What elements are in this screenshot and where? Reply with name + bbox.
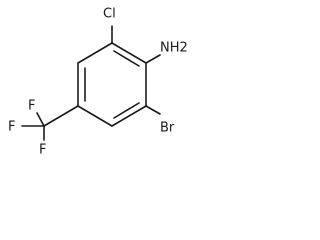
ring-bond-c2-c3: [111, 105, 147, 127]
ring-bond-c5-c6: [77, 42, 113, 64]
bond-to-amine: [145, 54, 161, 64]
fluorine-left-label: F: [8, 120, 15, 135]
bond-to-bromine: [145, 105, 161, 115]
fluorine-top-label: F: [28, 99, 35, 114]
bond-to-cf3-carbon: [43, 105, 79, 127]
double-bond-inner-c6-c1: [113, 50, 140, 67]
chlorine-label: Cl: [103, 7, 116, 22]
structure-canvas: Cl NH2 Br F F F: [0, 0, 204, 178]
fluorine-bottom-label: F: [39, 143, 46, 158]
bond-cf3-f-top: [36, 112, 45, 127]
molecule-structure: Cl NH2 Br F F F: [8, 7, 188, 158]
bromine-label: Br: [160, 121, 175, 136]
amine-label: NH2: [160, 41, 188, 56]
ring-bond-c6-c1: [111, 42, 147, 64]
ring-bond-c3-c4: [77, 105, 113, 127]
double-bond-inner-c2-c3: [113, 102, 140, 119]
